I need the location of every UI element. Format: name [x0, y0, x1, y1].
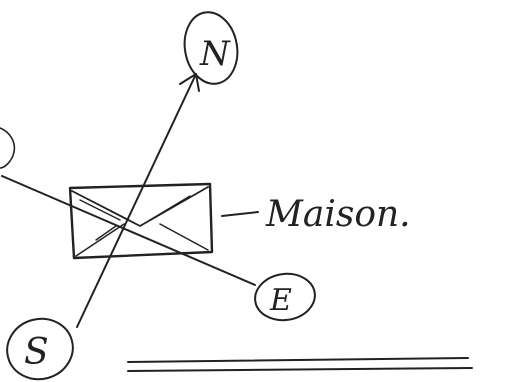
building-note: Maison. — [265, 194, 411, 235]
bottom-rule-2 — [127, 367, 473, 372]
north-south-axis-line — [76, 73, 197, 328]
south-label: S — [24, 332, 49, 373]
note-leader-line — [221, 211, 259, 217]
west-east-axis-line — [1, 175, 256, 286]
north-circle — [183, 11, 239, 85]
east-label: E — [269, 283, 292, 318]
cutoff-west-circle — [0, 127, 16, 169]
north-label: N — [199, 34, 231, 74]
bottom-rule-1 — [127, 357, 469, 363]
south-circle — [6, 317, 74, 381]
east-circle — [254, 272, 316, 322]
building-box — [68, 182, 214, 260]
